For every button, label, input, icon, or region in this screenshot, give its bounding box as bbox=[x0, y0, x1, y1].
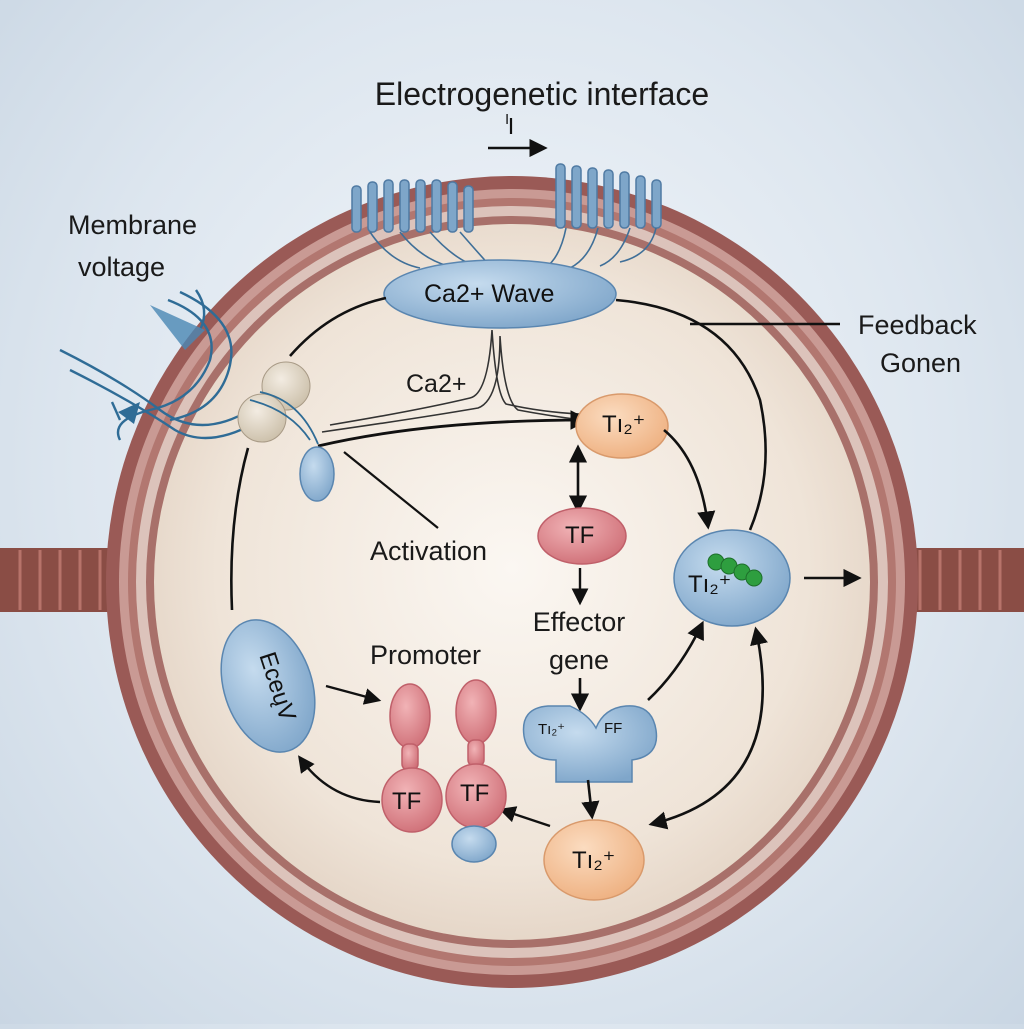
ca-wave-label: Ca2+ Wave bbox=[424, 280, 555, 308]
pathway-lines bbox=[230, 296, 840, 611]
tf-right-figure bbox=[445, 679, 507, 829]
diagram-title: Electrogenetic interface bbox=[374, 76, 710, 112]
vesicle bbox=[299, 446, 335, 502]
label-promoter: Promoter bbox=[370, 640, 482, 670]
til-top-node bbox=[575, 393, 669, 459]
receptor-left-label: Tı₂⁺ bbox=[538, 721, 566, 738]
title-marker: I bbox=[505, 111, 510, 128]
tf-base-blob bbox=[451, 825, 497, 863]
ca-spike-signal bbox=[321, 329, 583, 433]
til-right-label: Tı₂⁺ bbox=[688, 571, 732, 598]
label-voltage: voltage bbox=[78, 252, 166, 282]
label-effector: Effector bbox=[532, 607, 626, 637]
label-feedback: Feedback bbox=[858, 310, 977, 340]
til-top-label: Tı₂⁺ bbox=[602, 411, 646, 438]
receptor-right-label: FF bbox=[604, 720, 623, 737]
ion-channel-left bbox=[351, 179, 474, 233]
ion-channel-right bbox=[555, 163, 662, 229]
label-ca-signal: Ca2+ bbox=[406, 370, 467, 398]
tf-right-label: TF bbox=[460, 780, 490, 807]
til-bottom-label: Tı₂⁺ bbox=[572, 847, 616, 874]
ecey-node bbox=[220, 619, 316, 753]
ca-wave-node bbox=[383, 259, 617, 329]
tf-left-label: TF bbox=[392, 788, 422, 815]
tf-left-figure bbox=[381, 683, 443, 833]
label-gene: gene bbox=[548, 645, 610, 675]
til-bottom-node bbox=[543, 819, 645, 901]
label-gonen: Gonen bbox=[880, 348, 962, 378]
label-activation: Activation bbox=[370, 536, 488, 566]
tf-center-label: TF bbox=[565, 522, 595, 549]
voltage-ribbon bbox=[59, 289, 261, 441]
til-right-node bbox=[673, 529, 791, 627]
green-particles bbox=[707, 553, 763, 587]
tf-center-node bbox=[537, 507, 627, 565]
label-membrane: Membrane bbox=[68, 210, 198, 240]
